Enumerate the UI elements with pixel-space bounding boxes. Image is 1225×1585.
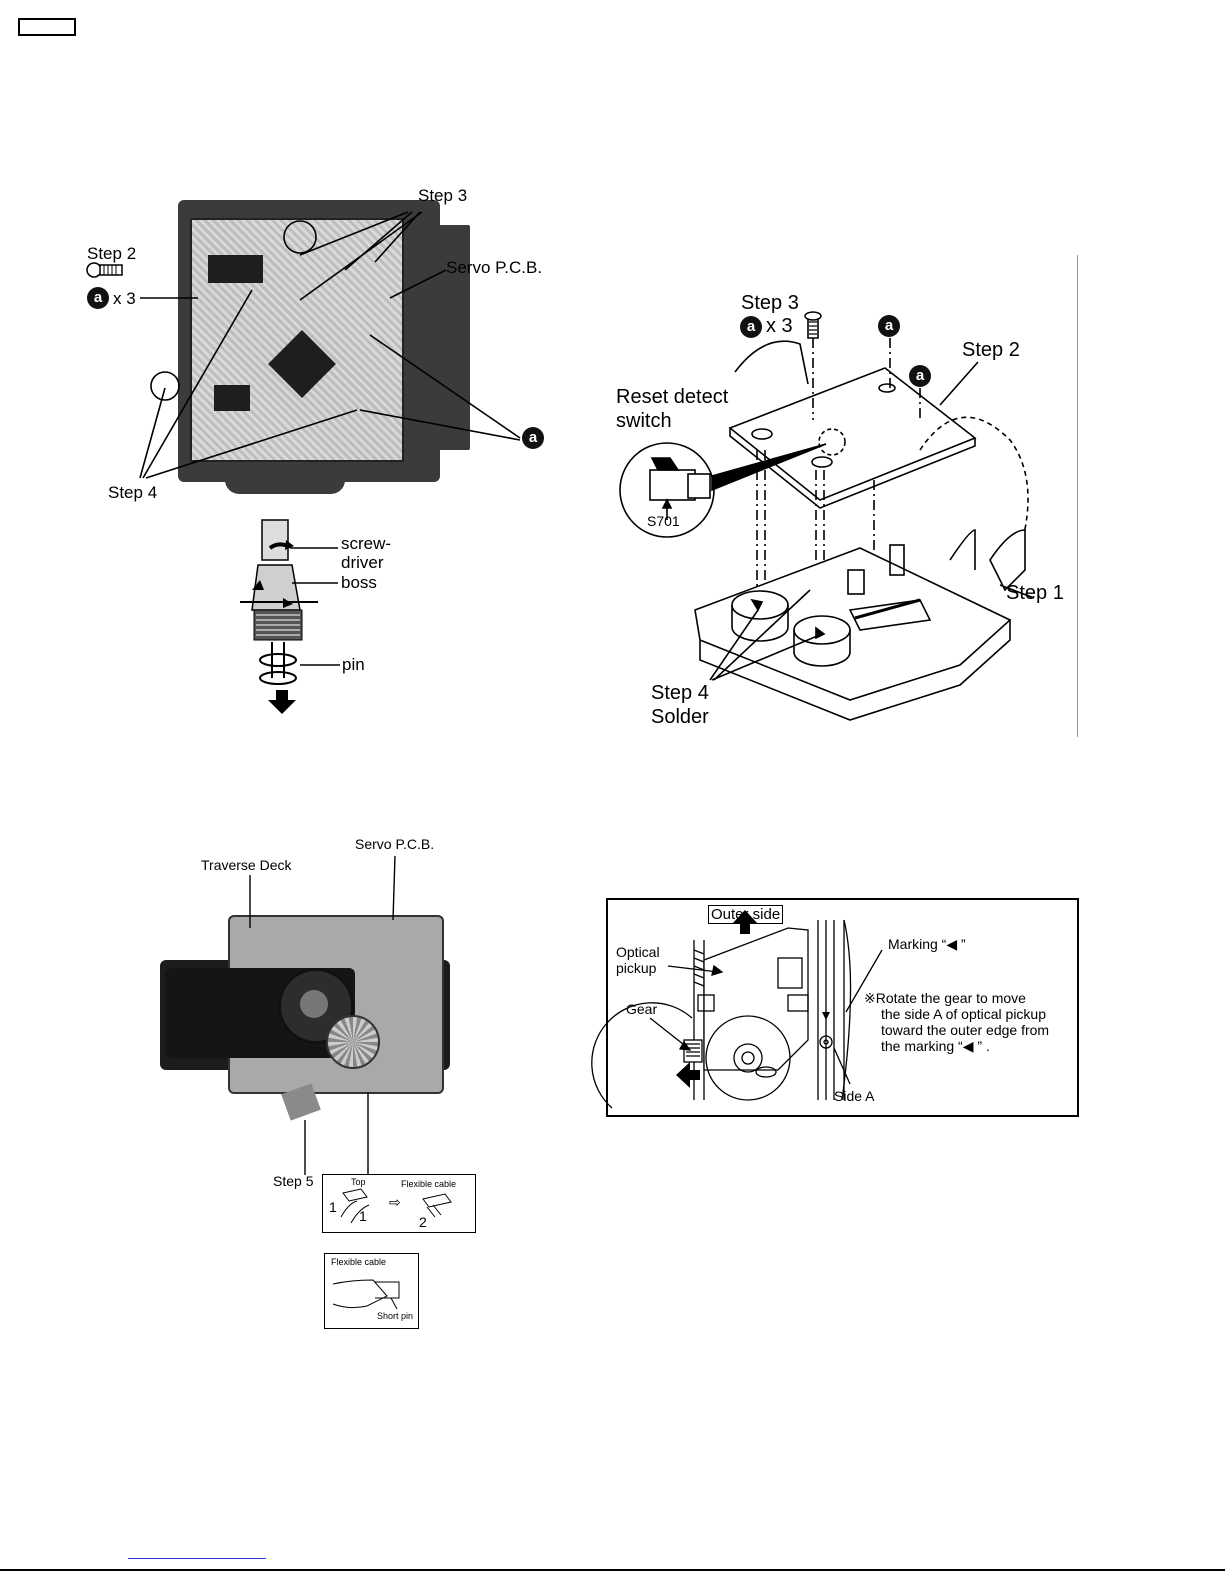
- drive-gear: [326, 1015, 380, 1069]
- fig3-flex2-label: Flexible cable: [331, 1257, 387, 1267]
- figure-traverse-deck: Servo P.C.B. Traverse Deck Step 5 Top Fl…: [0, 820, 600, 1340]
- fig1-servo-label: Servo P.C.B.: [446, 258, 543, 277]
- figure1-callout-lines: [86, 211, 521, 714]
- fig4-drawing: [591, 910, 883, 1109]
- fig2-reset-label-2: switch: [616, 410, 672, 432]
- fig4-gear-label: Gear: [626, 1001, 658, 1017]
- boss-pin-illustration: [240, 519, 340, 714]
- fig4-side-a-label: Side A: [834, 1088, 875, 1104]
- fig4-optical-label-2: pickup: [616, 960, 657, 976]
- fig4-optical-label-1: Optical: [616, 944, 660, 960]
- fig4-note-line-3: toward the outer edge from: [881, 1022, 1050, 1038]
- fig1-screwdriver-label-1: screw-: [341, 534, 392, 553]
- fig2-drawing: [619, 311, 1035, 721]
- fig3-servo-label: Servo P.C.B.: [355, 836, 435, 852]
- figure-servo-pcb-removal: Step 3 Step 2 a x 3 Servo P.C.B. a Step …: [0, 0, 600, 720]
- fig3-callout-lines: [249, 855, 396, 1175]
- chassis-bracket-right: [400, 225, 470, 450]
- fig4-outer-side-label: Outer side: [708, 905, 784, 924]
- fig2-step3-label: Step 3: [741, 292, 799, 314]
- fig1-screw-a-badge-right: a: [522, 427, 544, 449]
- fig2-ax3-label: x 3: [766, 315, 793, 337]
- footer-link-underline[interactable]: [128, 1558, 266, 1559]
- fig1-step2-label: Step 2: [87, 244, 137, 263]
- fig3-arrow-label: ⇨: [389, 1194, 401, 1210]
- fig4-note-line-4: the marking “◀ ” .: [881, 1038, 990, 1054]
- fig1-step4-label: Step 4: [108, 483, 158, 502]
- figure-optical-pickup-gear: Outer side Marking “◀ ” Optical pickup G…: [591, 898, 1079, 1117]
- fig2-reset-label-1: Reset detect: [616, 386, 729, 408]
- fig2-step4-label: Step 4: [651, 682, 709, 704]
- fig3-inset-short-pin-drawing: [332, 1279, 400, 1310]
- spindle-center: [300, 990, 328, 1018]
- fig3-flex1-label: Flexible cable: [401, 1179, 457, 1189]
- fig2-screw-icon: [804, 311, 822, 335]
- fig1-step3-label: Step 3: [418, 186, 468, 205]
- pcb-ic-top: [208, 255, 263, 283]
- fig2-screw-a-badge: a: [740, 316, 762, 338]
- fig3-top-label: Top: [351, 1177, 366, 1187]
- page-number-box: [18, 18, 76, 36]
- footer-rule: [0, 1569, 1225, 1571]
- fig3-inset-connector-drawing: [340, 1188, 452, 1224]
- fig3-num1b-label: 1: [359, 1208, 367, 1224]
- fig1-ax3-label: x 3: [113, 289, 136, 308]
- fig1-screw-a-badge: a: [87, 287, 109, 309]
- fig2-s701-label: S701: [647, 513, 680, 529]
- figure-reset-switch-exploded: Step 3 a x 3 a a Step 2 Reset detect swi…: [600, 0, 1225, 760]
- fig3-traverse-label: Traverse Deck: [201, 857, 292, 873]
- pcb-ic-left: [214, 385, 250, 411]
- chassis-bottom-tab: [225, 460, 345, 494]
- fig2-right-rule: [1077, 255, 1078, 737]
- fig3-short-pin-label: Short pin: [377, 1311, 414, 1321]
- fig2-screw-a-badge-3: a: [909, 365, 931, 387]
- left-arrow-icon: [676, 1062, 700, 1088]
- screw-icon: [86, 262, 123, 278]
- fig3-num2-label: 2: [419, 1214, 427, 1230]
- small-down-arrow-icon: [822, 1012, 830, 1020]
- fig2-solder-label: Solder: [651, 706, 709, 728]
- fig3-num1a-label: 1: [329, 1199, 337, 1215]
- fig4-marking-label: Marking “◀ ”: [888, 936, 966, 952]
- fig4-note-line-1: ※Rotate the gear to move: [864, 990, 1026, 1006]
- fig4-note-line-2: the side A of optical pickup: [881, 1006, 1046, 1022]
- outer-side-box: Outer side: [708, 905, 784, 924]
- fig3-step5-label: Step 5: [273, 1173, 314, 1189]
- up-arrow-icon: [732, 910, 758, 934]
- fig1-boss-label: boss: [341, 573, 377, 592]
- fig1-screwdriver-label-2: driver: [341, 553, 384, 572]
- fig2-step2-label: Step 2: [962, 339, 1020, 361]
- fig1-pin-label: pin: [342, 655, 365, 674]
- fig2-step1-label: Step 1: [1006, 582, 1064, 604]
- fig2-screw-a-badge-2: a: [878, 315, 900, 337]
- fig3-inset-connector: Top Flexible cable 1 1 2 ⇨: [322, 1174, 476, 1233]
- fig3-inset-short-pin: Flexible cable Short pin: [324, 1253, 419, 1329]
